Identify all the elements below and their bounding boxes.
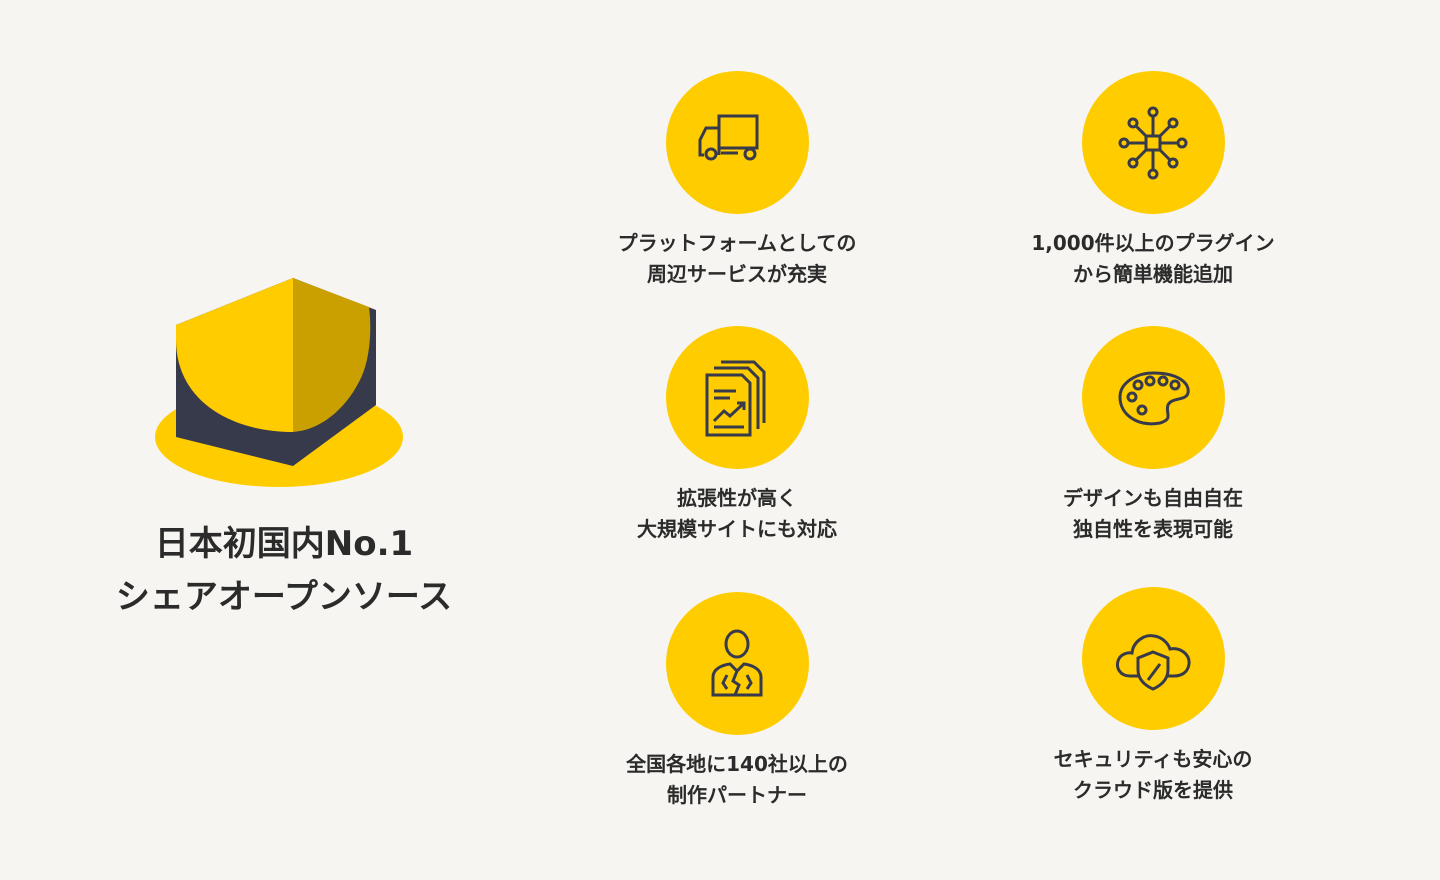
feature-label: セキュリティも安心の クラウド版を提供 — [993, 744, 1313, 806]
feature-label: 全国各地に140社以上の 制作パートナー — [577, 749, 897, 811]
feature-partners: 全国各地に140社以上の 制作パートナー — [577, 592, 897, 811]
feature-icon-circle — [665, 71, 809, 214]
truck-icon — [698, 114, 759, 160]
feature-label-line2: クラウド版を提供 — [1073, 778, 1233, 802]
feature-label-line1: 1,000件以上のプラグイン — [1031, 231, 1275, 255]
hero-title: 日本初国内No.1 シェアオープンソース — [84, 518, 484, 624]
product-logo — [155, 278, 403, 487]
feature-label: 拡張性が高く 大規模サイトにも対応 — [577, 483, 897, 545]
feature-label: デザインも自由自在 独自性を表現可能 — [993, 483, 1313, 545]
hero-title-line1: 日本初国内No.1 — [154, 524, 414, 564]
feature-label: 1,000件以上のプラグイン から簡単機能追加 — [993, 228, 1313, 290]
feature-design: デザインも自由自在 独自性を表現可能 — [993, 326, 1313, 545]
feature-label-line2: 制作パートナー — [667, 783, 807, 807]
report-chart-icon — [705, 360, 766, 436]
cloud-shield-icon — [1116, 633, 1191, 691]
feature-label-line2: から簡単機能追加 — [1073, 262, 1233, 286]
feature-icon-circle — [1081, 71, 1225, 214]
feature-label: プラットフォームとしての 周辺サービスが充実 — [577, 228, 897, 290]
feature-plugins: 1,000件以上のプラグイン から簡単機能追加 — [993, 71, 1313, 290]
feature-icon-circle — [665, 592, 809, 735]
feature-scalability: 拡張性が高く 大規模サイトにも対応 — [577, 326, 897, 545]
palette-icon — [1118, 370, 1190, 425]
network-hub-icon — [1118, 106, 1188, 179]
feature-label-line1: 全国各地に140社以上の — [626, 752, 848, 776]
feature-icon-circle — [1081, 587, 1225, 730]
feature-label-line2: 独自性を表現可能 — [1073, 517, 1233, 541]
feature-icon-circle — [665, 326, 809, 469]
feature-cloud-security: セキュリティも安心の クラウド版を提供 — [993, 587, 1313, 806]
partner-person-icon — [711, 629, 763, 696]
feature-label-line1: 拡張性が高く — [677, 486, 797, 510]
hero-title-line2: シェアオープンソース — [115, 577, 453, 617]
feature-label-line1: デザインも自由自在 — [1063, 486, 1243, 510]
feature-label-line1: プラットフォームとしての — [617, 231, 857, 255]
feature-label-line2: 周辺サービスが充実 — [647, 262, 827, 286]
feature-platform-services: プラットフォームとしての 周辺サービスが充実 — [577, 71, 897, 290]
feature-icon-circle — [1081, 326, 1225, 469]
feature-label-line2: 大規模サイトにも対応 — [637, 517, 837, 541]
feature-label-line1: セキュリティも安心の — [1053, 747, 1253, 771]
